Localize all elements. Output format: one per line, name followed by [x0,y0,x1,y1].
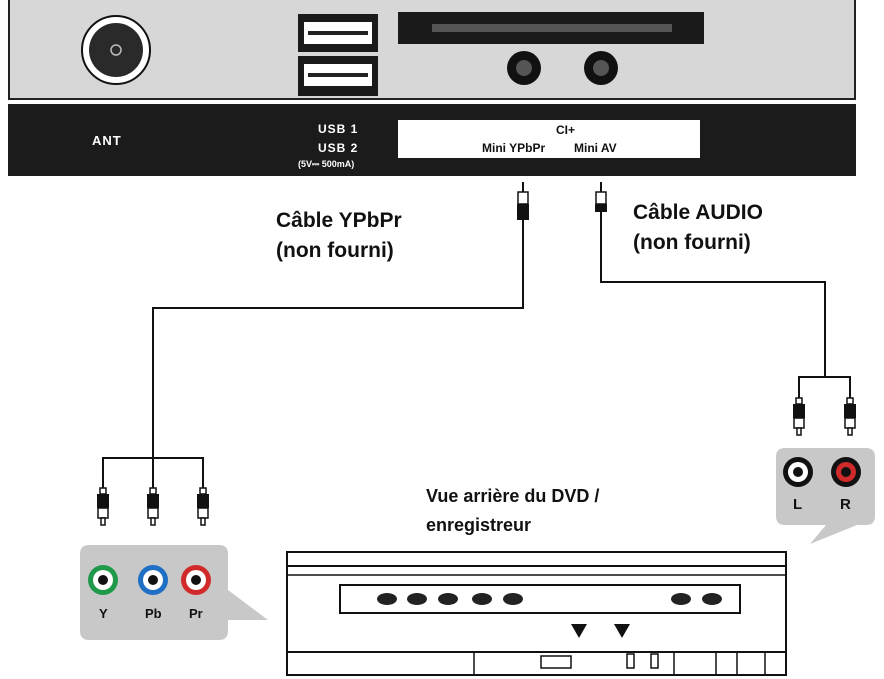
ypbpr-caption-line2: (non fourni) [276,239,394,263]
usb-power-label: (5V⎓ 500mA) [298,159,355,169]
usb2-label: USB 2 [318,141,359,155]
pb-plug [146,487,160,526]
audio-cable [600,212,851,398]
audio-caption-line2: (non fourni) [633,231,751,255]
ant-label: ANT [92,133,122,148]
pb-jack-label: Pb [145,606,162,621]
y-plug [96,487,110,526]
mini-ypbpr-plug [517,182,529,220]
ypbpr-cable-caption: Câble YPbPr (non fourni) [276,206,402,267]
usb1-label: USB 1 [318,122,359,136]
pb-jack [138,565,168,595]
audio-callout [776,448,875,544]
usb1-port [298,14,378,52]
pr-jack-label: Pr [189,606,203,621]
y-jack-label: Y [99,606,108,621]
mini-ypbpr-label: Mini YPbPr [482,141,546,155]
pr-jack [181,565,211,595]
mini-av-label: Mini AV [574,141,617,155]
antenna-socket [81,15,151,85]
usb2-port [298,56,378,96]
dvd-jacks [377,593,722,605]
dvd-caption-line2: enregistreur [426,514,532,535]
dvd-caption-line1: Vue arrière du DVD / [426,486,600,506]
ci-label: CI+ [556,123,576,137]
mini-av-plug [595,182,607,212]
r-plug [843,397,857,436]
mini-ypbpr-jack [507,51,541,85]
arrow-down-icon [571,624,587,638]
audio-cable-caption: Câble AUDIO (non fourni) [633,198,763,259]
l-jack-label: L [793,496,803,513]
l-jack [783,457,813,487]
ci-label-box [398,120,700,158]
audio-caption-line1: Câble AUDIO [633,201,763,224]
ci-slot [398,12,704,44]
dvd-recorder [286,551,787,676]
y-jack [88,565,118,595]
ypbpr-cable [102,220,524,488]
r-jack [831,457,861,487]
r-jack-label: R [840,496,851,513]
component-callout [80,545,268,640]
pr-plug [196,487,210,526]
l-plug [792,397,806,436]
dvd-caption: Vue arrière du DVD / enregistreur [426,482,599,540]
arrow-down-icon [614,624,630,638]
mini-av-jack [584,51,618,85]
ypbpr-caption-line1: Câble YPbPr [276,209,402,232]
